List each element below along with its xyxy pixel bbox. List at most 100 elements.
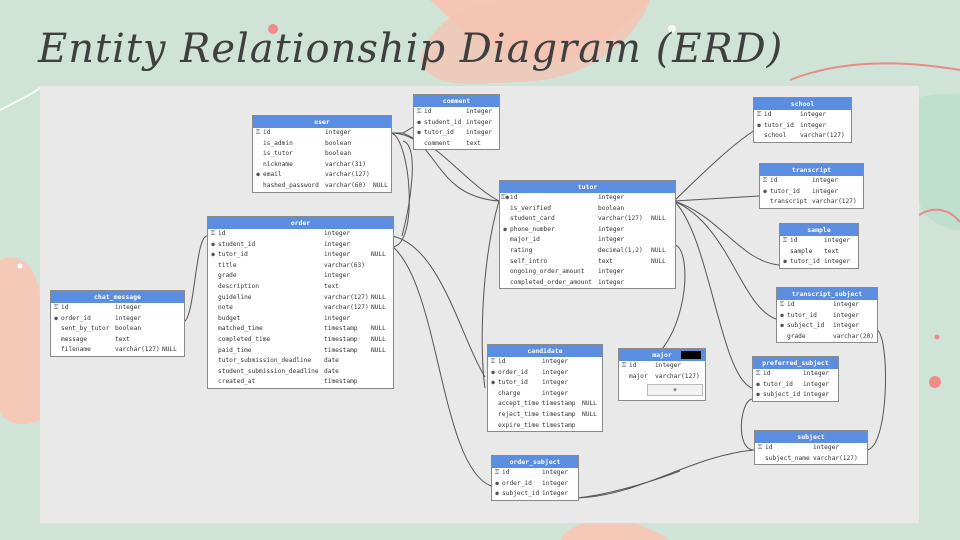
table-header[interactable]: order_subject [492, 456, 578, 468]
table-header[interactable]: user [253, 116, 391, 128]
table-header[interactable]: tutor [500, 181, 675, 193]
table-header[interactable]: sample [780, 224, 858, 236]
table-header[interactable]: transcript [760, 164, 863, 176]
column-nullable [371, 356, 393, 367]
table-header[interactable]: preferred_subject [753, 357, 838, 369]
table-header[interactable]: order [208, 217, 393, 229]
table-header[interactable]: candidate [488, 345, 602, 357]
table-header[interactable]: chat_message [51, 291, 184, 303]
table-header[interactable]: school [754, 98, 851, 110]
add-column-button[interactable]: + [647, 384, 703, 397]
column-name: subject_id [787, 322, 825, 330]
table-header[interactable]: subject [755, 431, 867, 443]
table-header[interactable]: comment [414, 95, 499, 107]
table-header[interactable]: transcript_subject [777, 288, 877, 300]
column-nullable: NULL [371, 304, 386, 312]
